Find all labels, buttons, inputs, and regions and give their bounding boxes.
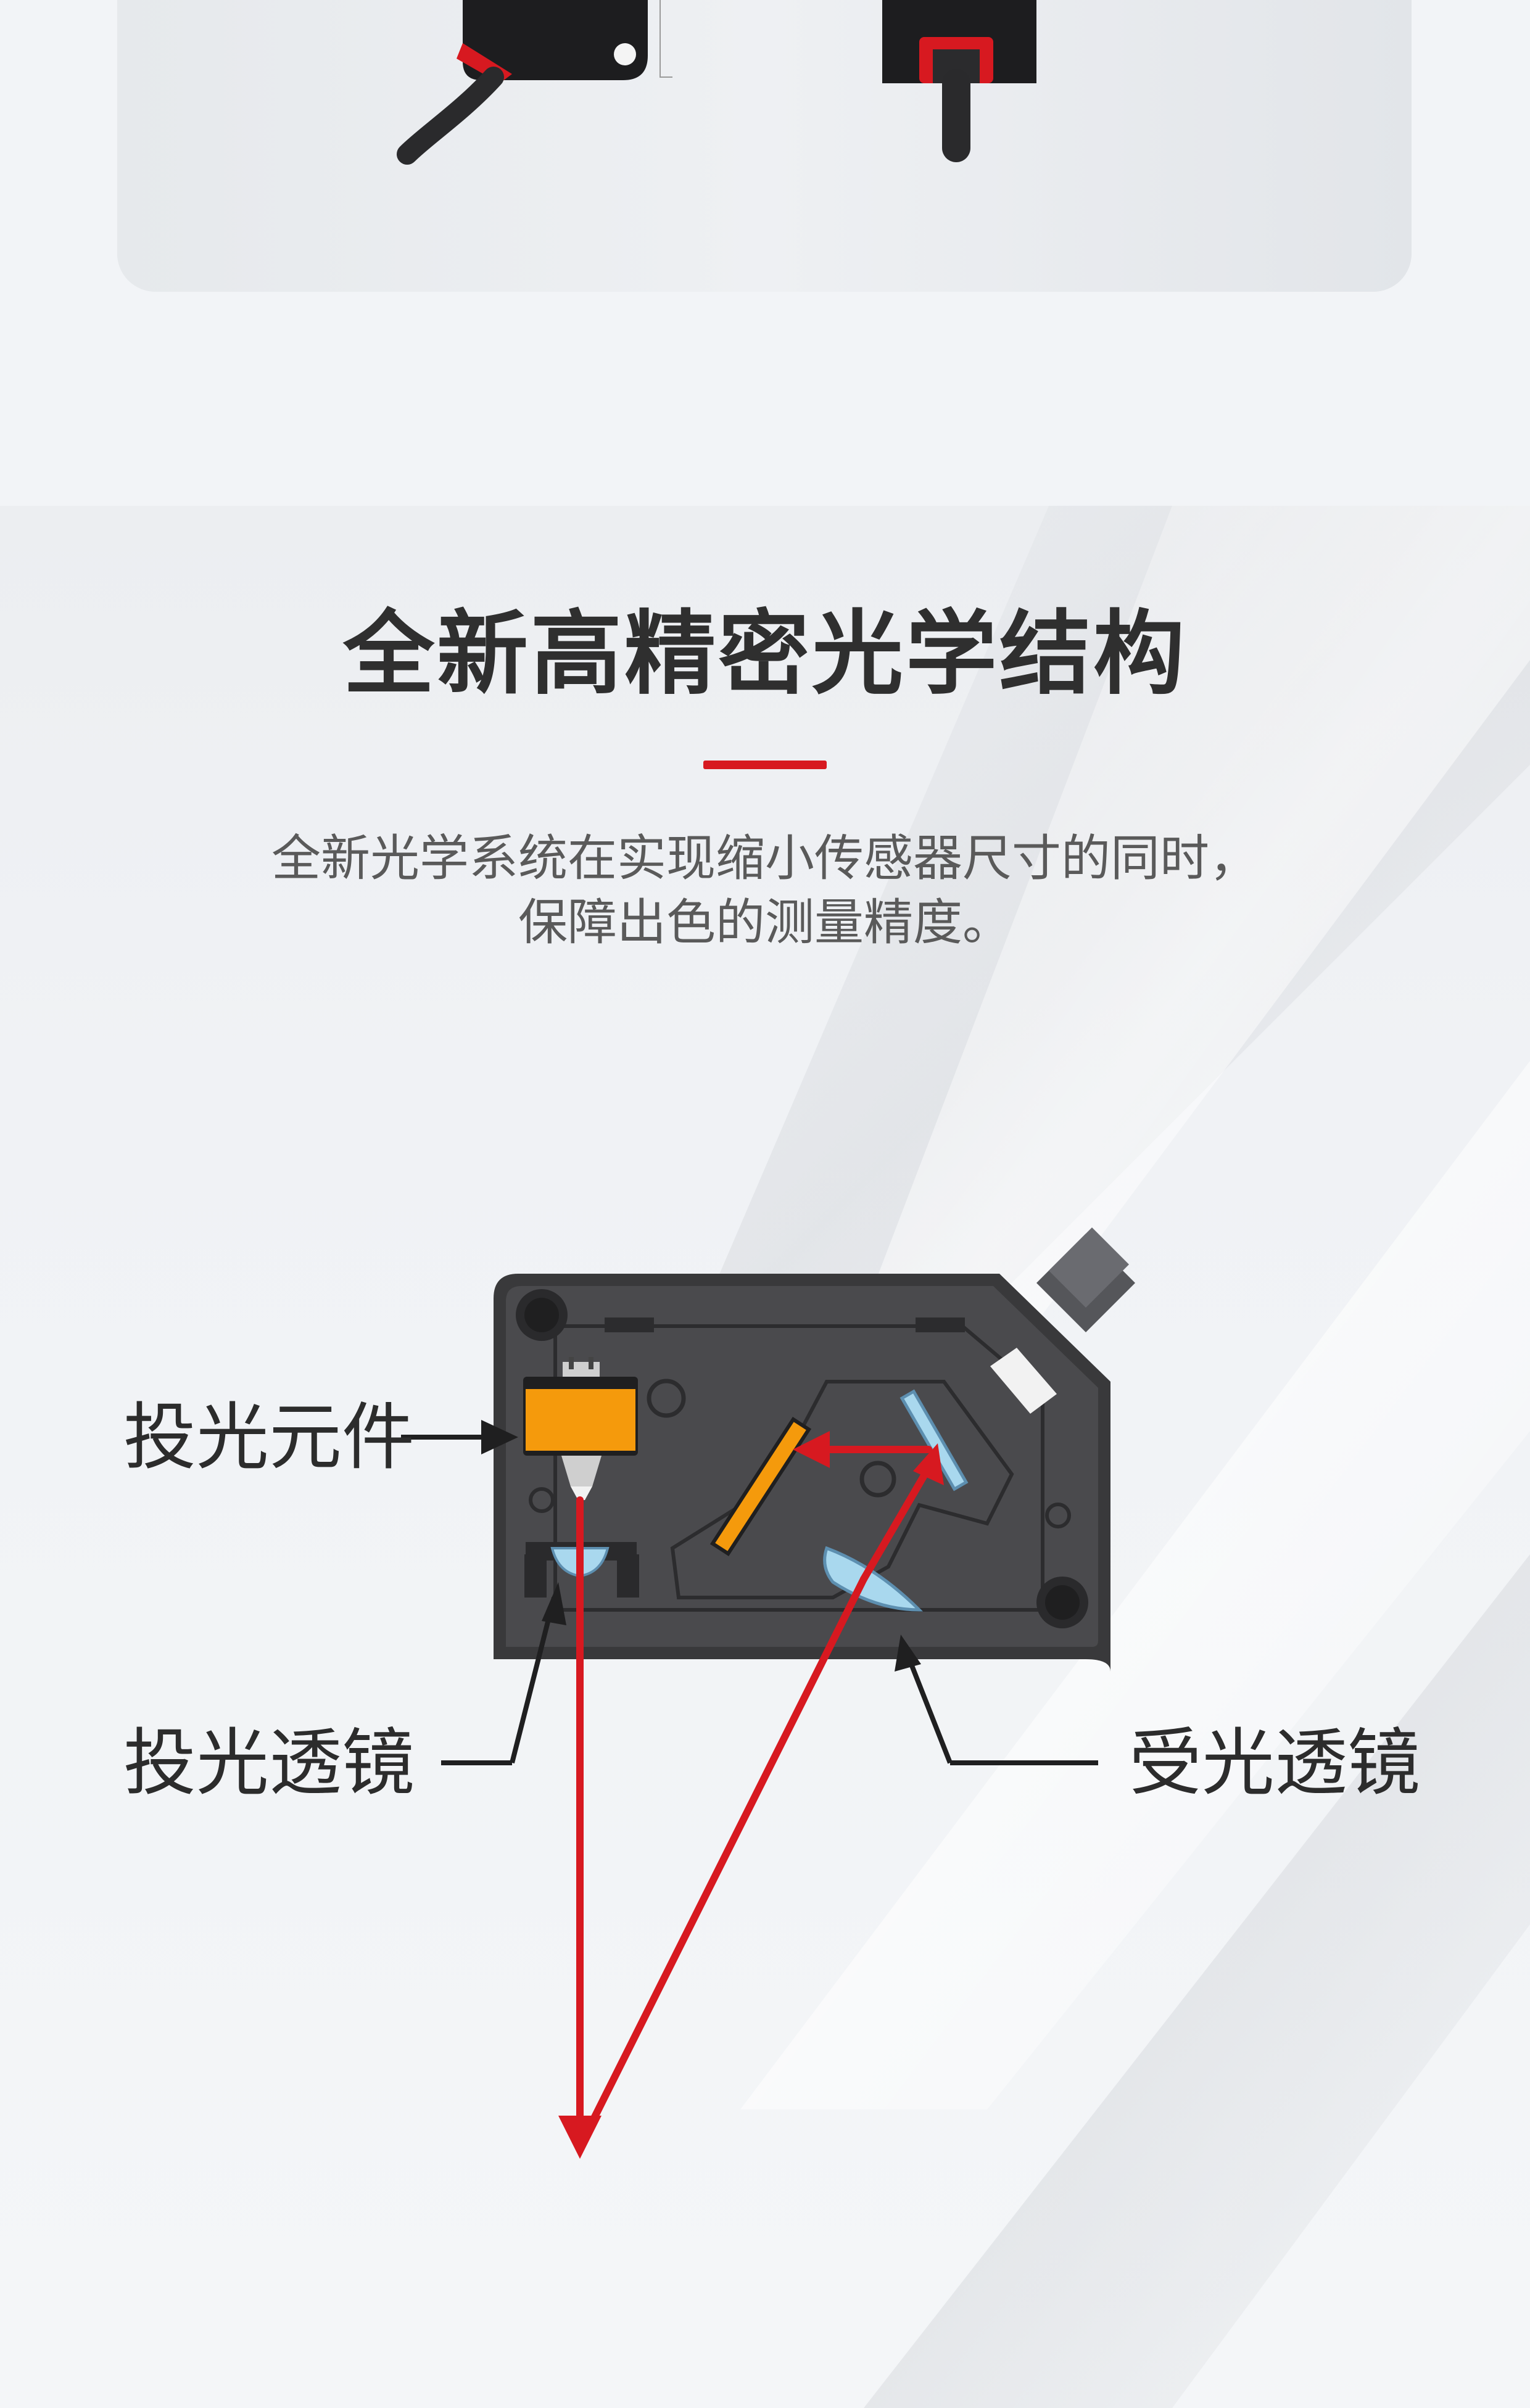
beam-arrowhead-left <box>793 1431 830 1468</box>
top-band <box>0 0 1530 506</box>
sensor-right <box>882 0 1036 162</box>
section-title: 全新高精密光学结构 <box>343 601 1187 707</box>
subtitle-line-1: 全新光学系统在实现缩小传感器尺寸的同时， <box>271 830 1259 887</box>
laser-beam-path <box>576 1446 932 2150</box>
mirror-element <box>709 1417 812 1556</box>
cable-connector <box>1036 1227 1135 1332</box>
section-subtitle: 全新光学系统在实现缩小传感器尺寸的同时， 保障出色的测量精度。 <box>0 827 1530 955</box>
subtitle-line-2: 保障出色的测量精度。 <box>518 894 1012 951</box>
optical-structure-section: 全新高精密光学结构 全新光学系统在实现缩小传感器尺寸的同时， 保障出色的测量精度… <box>0 506 1530 2408</box>
product-image-card <box>117 0 1412 292</box>
emitter-element <box>523 1357 638 1500</box>
beam-arrowhead-up <box>913 1443 944 1485</box>
label-pointers <box>401 1435 1098 1765</box>
sensor-housing <box>494 1274 1110 1672</box>
pointer-arrow-emitter-lens <box>542 1582 566 1625</box>
sensor-left <box>397 0 672 165</box>
title-underline-accent <box>703 761 827 769</box>
pointer-arrow-receiver-lens <box>895 1635 921 1672</box>
beam-arrowhead-down <box>558 2116 602 2159</box>
label-receiver-lens: 受光透镜 <box>1129 1720 1421 1805</box>
label-emitter-element: 投光元件 <box>123 1395 415 1480</box>
sensor-product-photo <box>117 0 1412 292</box>
optical-structure-diagram <box>401 1227 1135 2159</box>
label-emitter-lens: 投光透镜 <box>123 1720 415 1805</box>
blue-mirror <box>899 1389 969 1491</box>
pointer-arrow-emitter <box>481 1420 518 1454</box>
